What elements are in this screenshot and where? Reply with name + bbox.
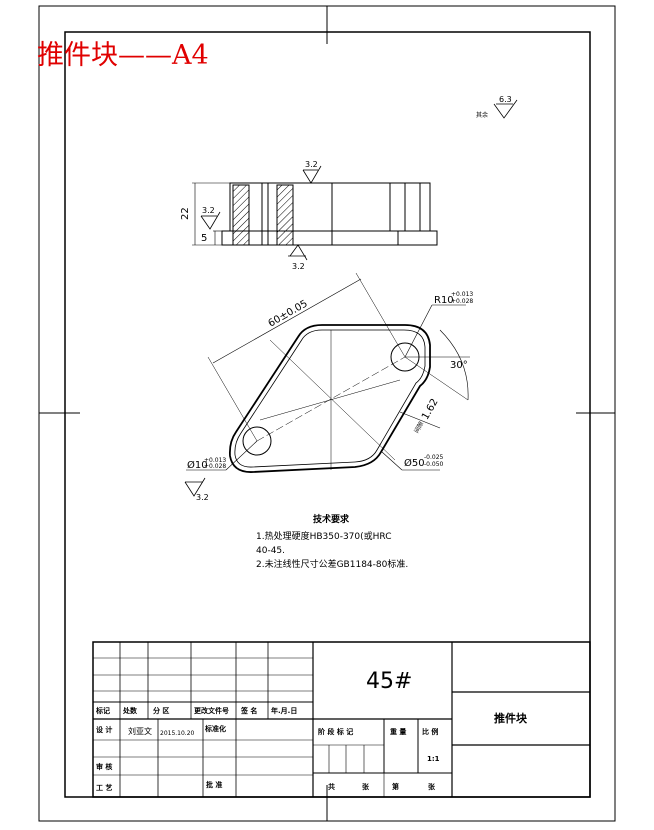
sheet-total-unit: 张 (362, 782, 370, 791)
centering-marks (39, 6, 615, 821)
sheet-number-label: 第 (392, 782, 399, 791)
top-roughness-value: 3.2 (305, 160, 318, 169)
hole-left (242, 426, 272, 456)
sheet-outer-border (38, 5, 616, 822)
radius-dimension: R10 (434, 295, 454, 306)
general-roughness-value: 6.3 (499, 95, 512, 104)
outer-diameter-dimension: Ø50 (404, 457, 425, 469)
plan-view (186, 272, 470, 473)
designer-label: 设 计 (96, 725, 112, 734)
outer-tolerance-lower: -0.050 (424, 461, 444, 468)
hole-roughness-symbol: 3.2 (184, 477, 209, 502)
part-outline (228, 324, 431, 473)
notes-line-2: 40-45. (256, 546, 285, 556)
notes-line-3: 2.未注线性尺寸公差GB1184-80标准. (256, 558, 408, 570)
outer-tolerance-upper: -0.025 (424, 454, 444, 461)
drawing-title: 推件块——A4 (37, 40, 209, 71)
row-label-date: 年.月.日 (271, 706, 297, 715)
approve-label: 批 准 (206, 780, 222, 789)
notes-title: 技术要求 (313, 513, 350, 525)
center-distance-dimension: 60±0.05 (267, 298, 310, 329)
design-date: 2015.10.20 (160, 730, 195, 737)
hole-tolerance-upper: +0.013 (204, 457, 226, 464)
review-label: 审 核 (96, 762, 112, 771)
step-dimension: 5 (201, 233, 207, 244)
sheet-total-label: 共 (328, 782, 335, 791)
general-roughness-symbol: 其余 6.3 (476, 95, 518, 119)
height-dimension: 22 (180, 207, 191, 220)
row-label-zone: 分 区 (153, 706, 169, 715)
stage-mark-label: 阶 段 标 记 (318, 727, 353, 736)
process-label: 工 艺 (96, 783, 112, 792)
standardization-label: 标准化 (204, 724, 226, 733)
side-roughness-symbol: 3.2 (200, 206, 221, 230)
side-roughness-value: 3.2 (202, 206, 215, 215)
bottom-roughness-value: 3.2 (292, 262, 305, 271)
radius-tolerance-upper: +0.013 (451, 291, 473, 298)
general-roughness-note: 其余 (476, 111, 488, 119)
row-label-sign: 签 名 (240, 706, 257, 715)
title-block (92, 641, 591, 798)
hole-tolerance-lower: +0.028 (204, 463, 226, 470)
gap-note: 间隙 (412, 420, 425, 434)
designer-name: 刘亚文 (128, 726, 152, 736)
bottom-roughness-symbol: 3.2 (288, 244, 308, 271)
radius-tolerance-lower: +0.028 (451, 298, 473, 305)
hole-diameter-dimension: Ø10 (187, 459, 208, 471)
part-name: 推件块 (494, 711, 528, 725)
row-label-change-doc: 更改文件号 (194, 706, 229, 715)
material-label: 45# (366, 669, 412, 694)
row-label-mark: 标记 (95, 706, 110, 715)
top-roughness-symbol: 3.2 (302, 160, 322, 184)
gap-dimension: 1.62 (420, 397, 441, 422)
scale-label: 比 例 (422, 727, 438, 736)
row-label-count: 处数 (122, 706, 138, 715)
weight-label: 重 量 (390, 727, 406, 736)
part-outline-inner (234, 329, 426, 468)
scale-value: 1:1 (427, 755, 440, 763)
section-view (192, 182, 438, 246)
sheet-number-unit: 张 (428, 782, 436, 791)
hole-roughness-value: 3.2 (196, 493, 209, 502)
angle-dimension: 30° (450, 360, 468, 371)
drawing-frame (64, 31, 591, 798)
notes-line-1: 1.热处理硬度HB350-370(或HRC (256, 530, 392, 542)
